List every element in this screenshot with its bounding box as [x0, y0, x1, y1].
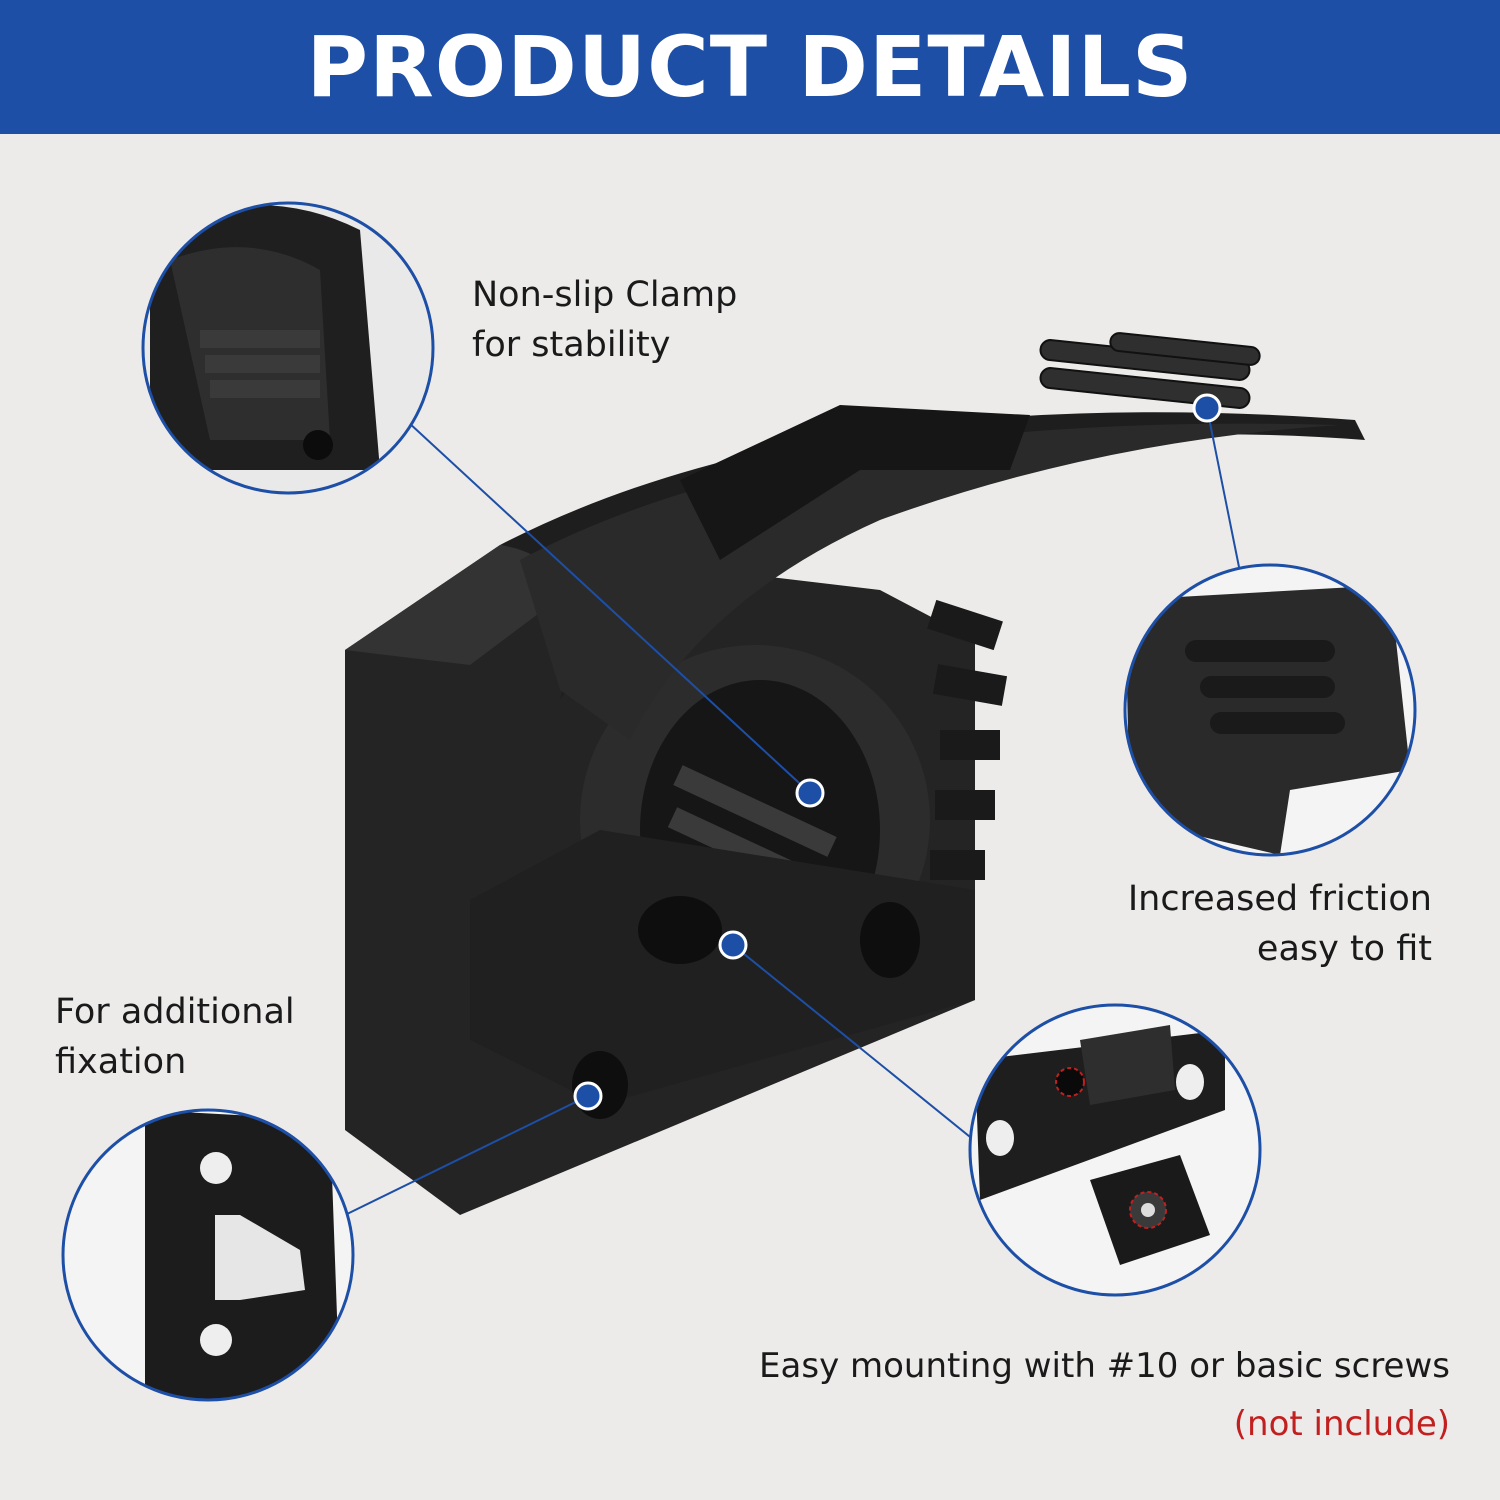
callout-line: for stability	[472, 325, 671, 365]
callout-line: easy to fit	[1256, 929, 1432, 969]
callout-additional-fixation: For additional fixation	[55, 987, 295, 1087]
zoom-detail-circle	[61, 1108, 355, 1402]
callout-lines	[344, 407, 1241, 1216]
callout-line: Non-slip Clamp	[472, 275, 738, 315]
callout-line: Increased friction	[1127, 879, 1432, 919]
callout-non-slip-clamp: Non-slip Clamp for stability	[472, 270, 737, 370]
zoom-detail-circle	[1123, 563, 1417, 857]
callout-line: For additional	[55, 992, 295, 1032]
callout-increased-friction: Increased friction easy to fit	[1128, 874, 1432, 974]
header-banner: PRODUCT DETAILS	[0, 0, 1500, 134]
page-title: PRODUCT DETAILS	[306, 18, 1194, 116]
callout-easy-mounting: Easy mounting with #10 or basic screws (…	[759, 1337, 1450, 1453]
zoom-detail-circle	[141, 201, 435, 495]
callout-line: fixation	[55, 1042, 187, 1082]
not-included-note: (not include)	[1233, 1404, 1450, 1444]
callout-line: Easy mounting with #10 or basic screws	[759, 1346, 1450, 1386]
zoom-detail-circle	[968, 1003, 1262, 1297]
callout-dots	[573, 393, 1222, 1111]
